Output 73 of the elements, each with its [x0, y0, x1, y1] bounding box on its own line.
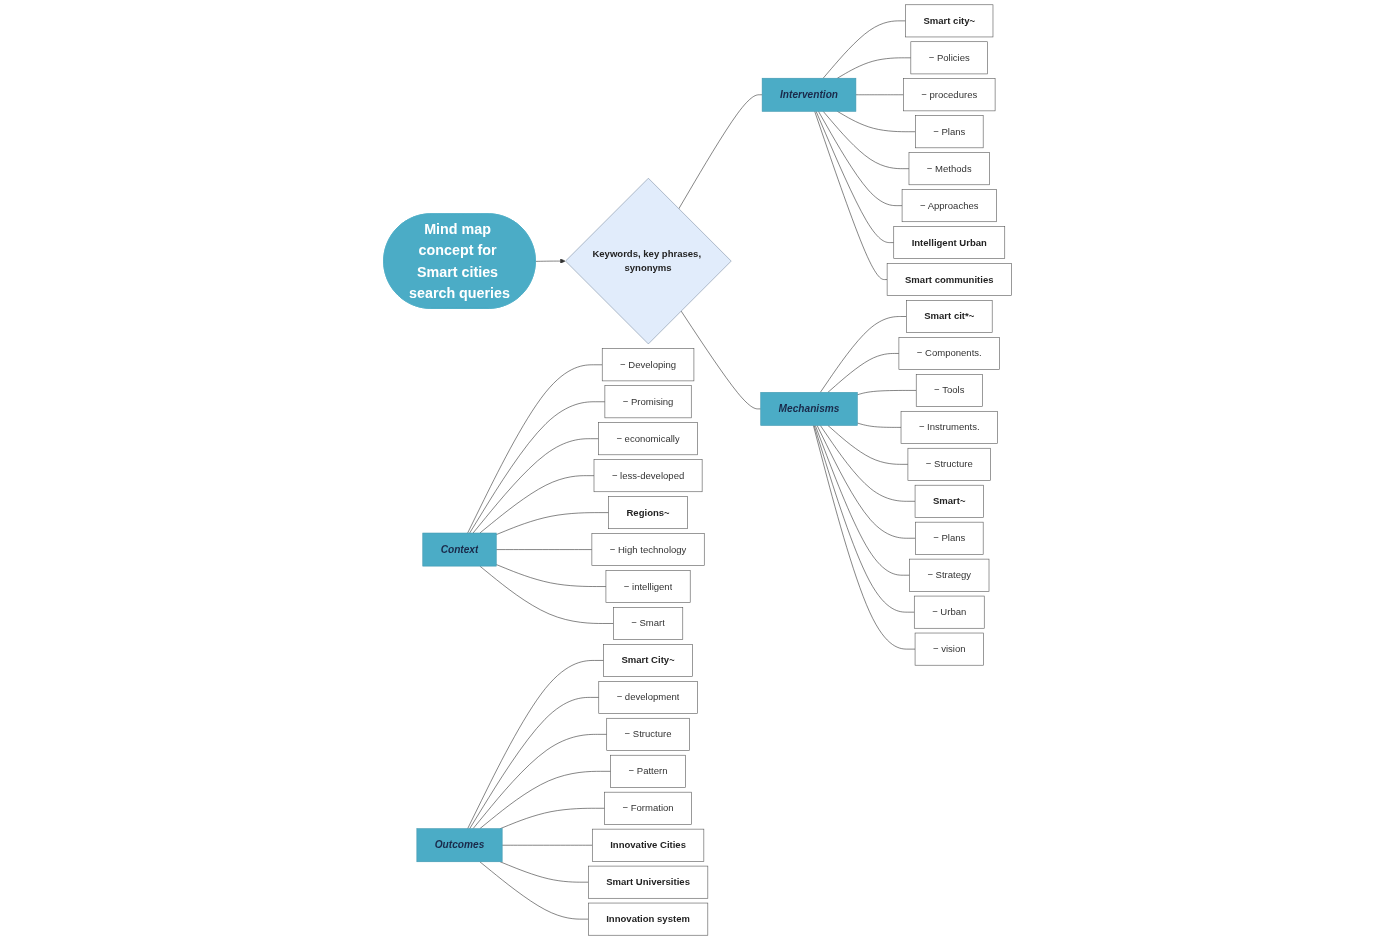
connector [472, 438, 599, 534]
node-box: Smart city~ [905, 4, 994, 38]
node-box: Innovative Cities [592, 828, 705, 862]
node-box: − vision [914, 632, 984, 666]
connector [820, 316, 907, 393]
connector [479, 565, 614, 624]
node-box: − Promising [604, 385, 692, 419]
connector [815, 425, 910, 576]
node-box: − Strategy [909, 558, 990, 592]
node-box: Smart communities [886, 263, 1012, 296]
node-box: − Tools [915, 374, 983, 407]
node-box: − Structure [606, 717, 690, 751]
connector [680, 310, 761, 410]
connector [467, 660, 604, 829]
connector [499, 861, 589, 883]
node-box: − Pattern [610, 754, 686, 788]
connector [857, 422, 902, 428]
connector [822, 20, 906, 79]
connector [818, 111, 903, 206]
connector [479, 771, 611, 829]
connector [467, 364, 603, 534]
node-box: − Formation [604, 791, 692, 825]
node-box: − Components. [898, 337, 1000, 370]
connector [472, 734, 608, 829]
connector [479, 475, 595, 534]
node-box: − Approaches [901, 189, 997, 223]
node-box: Context [422, 532, 497, 567]
node-box: Intelligent Urban [893, 226, 1006, 259]
connector [495, 564, 607, 587]
node-box: − economically [598, 422, 698, 456]
connector [678, 94, 763, 210]
connector [813, 425, 915, 613]
connector [837, 57, 912, 79]
node-box: − Instruments. [900, 411, 998, 444]
node-box: Intervention [761, 77, 857, 112]
node-box: − procedures [903, 78, 996, 112]
connector [827, 353, 900, 393]
connector [822, 111, 910, 169]
connector [837, 111, 916, 133]
node-box: − Smart [613, 607, 684, 640]
connector [495, 512, 609, 535]
node-diamond: Keywords, key phrases, synonyms [565, 177, 732, 345]
connector [827, 425, 909, 465]
node-box: − Methods [908, 152, 990, 186]
connector [815, 111, 895, 243]
node-box: − development [598, 681, 698, 714]
connector [816, 425, 916, 539]
node-box: Smart Universities [588, 865, 709, 899]
connector [469, 401, 606, 534]
node-box: − Urban [913, 595, 985, 629]
node-box: Smart~ [914, 484, 984, 518]
node-box: − Developing [601, 348, 695, 382]
connector [857, 390, 917, 396]
connector [820, 425, 916, 502]
connector [813, 425, 916, 650]
node-box: − Plans [915, 115, 984, 149]
connector [479, 861, 589, 920]
connector [495, 549, 593, 550]
node-box: − intelligent [605, 570, 691, 603]
node-box: − Policies [910, 41, 988, 75]
connector [469, 697, 600, 829]
node-box: Mechanisms [760, 392, 858, 426]
node-box: Regions~ [608, 496, 688, 529]
node-box: − Structure [907, 447, 991, 481]
connector [814, 111, 888, 280]
node-box: − Plans [915, 521, 984, 555]
node-box: − less-developed [593, 459, 703, 493]
node-box: − High technology [591, 533, 705, 566]
node-box: Smart cit*~ [906, 300, 993, 333]
connector [499, 807, 605, 829]
node-box: Outcomes [416, 828, 503, 863]
node-box: Innovation system [588, 902, 709, 936]
node-box: Smart City~ [603, 644, 693, 677]
